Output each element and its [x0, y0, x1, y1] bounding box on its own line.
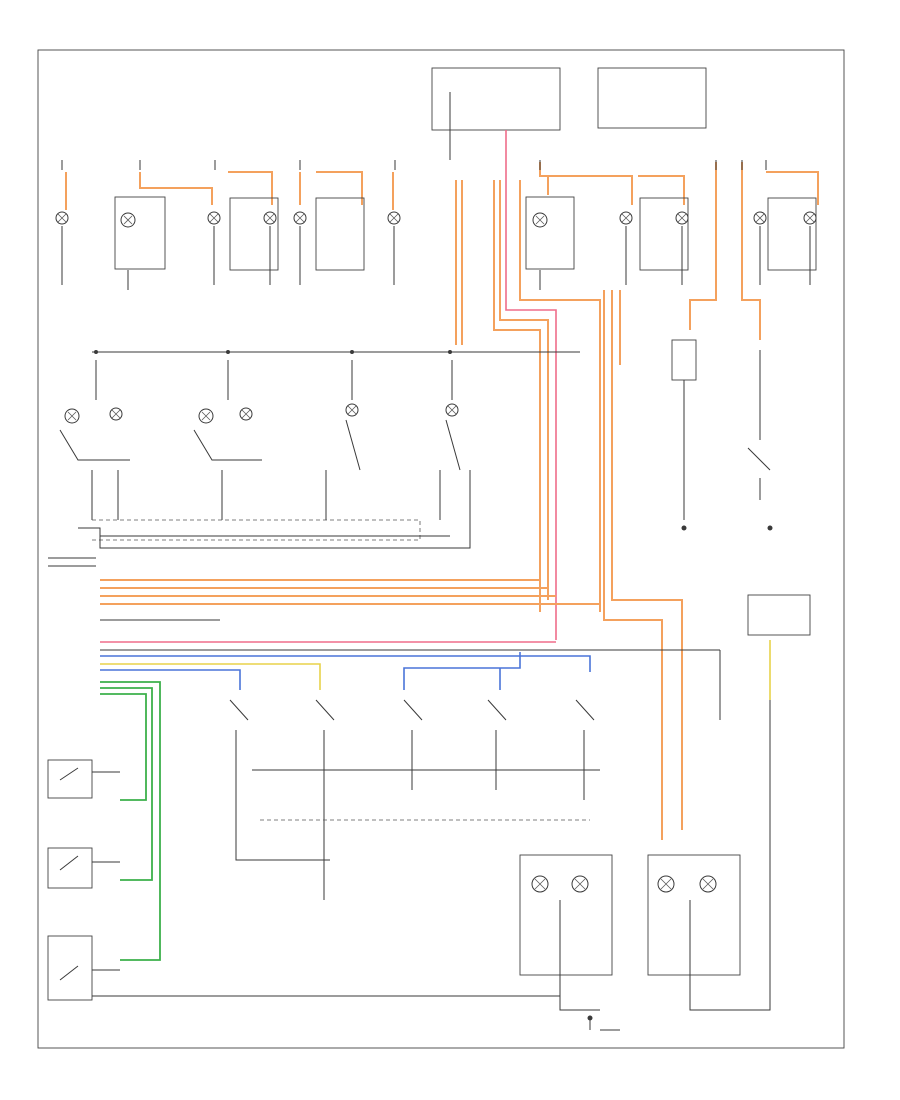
- left-switch-3: [47, 935, 93, 1001]
- mid-lamp-6: [445, 403, 459, 417]
- top-lamp-3: [207, 211, 221, 225]
- mid-lamp-row: [59, 339, 773, 549]
- fuse-block: [431, 67, 561, 131]
- top-lamp-assembly-6: [767, 197, 817, 271]
- top-lamp-assembly-1: [114, 196, 166, 270]
- top-lamp-assembly-5: [639, 197, 689, 271]
- top-lamp-6: [387, 211, 401, 225]
- mid-lamp-1: [64, 408, 80, 424]
- mid-lamp-3: [198, 408, 214, 424]
- top-lamp-5: [293, 211, 307, 225]
- lower-lamp-row: [519, 760, 771, 1031]
- top-lamp-9: [675, 211, 689, 225]
- top-lamp-assembly-4: [525, 196, 575, 270]
- door-module-box: [747, 594, 811, 636]
- top-lamp-row: [55, 67, 819, 340]
- diagram-border: [37, 49, 845, 1049]
- right-lamp-socket: [671, 339, 697, 381]
- lower-lamp-4: [699, 875, 717, 893]
- top-lamp-8: [619, 211, 633, 225]
- connector-harness: [48, 557, 720, 961]
- main-harness-wires: [92, 92, 683, 840]
- lower-lamp-3: [657, 875, 675, 893]
- lower-lamp-1: [531, 875, 549, 893]
- top-lamp-assembly-2: [229, 197, 279, 271]
- top-lamp-assembly-3: [315, 197, 365, 271]
- left-switch-column: [47, 759, 561, 1008]
- mid-lamp-5: [345, 403, 359, 417]
- top-lamp-7: [532, 212, 548, 228]
- top-lamp-10: [753, 211, 767, 225]
- left-switch-1: [47, 759, 93, 799]
- top-lamp-11: [803, 211, 817, 225]
- top-lamp-1: [55, 211, 69, 225]
- mid-lamp-4: [239, 407, 253, 421]
- door-switch-row: [229, 594, 811, 900]
- mid-lamp-2: [109, 407, 123, 421]
- lower-lamp-2: [571, 875, 589, 893]
- left-switch-2: [47, 847, 93, 889]
- power-source-block: [597, 67, 707, 129]
- top-lamp-2: [120, 212, 136, 228]
- lower-lamp-assembly-1: [519, 854, 613, 976]
- top-lamp-4: [263, 211, 277, 225]
- lower-lamp-assembly-2: [647, 854, 741, 976]
